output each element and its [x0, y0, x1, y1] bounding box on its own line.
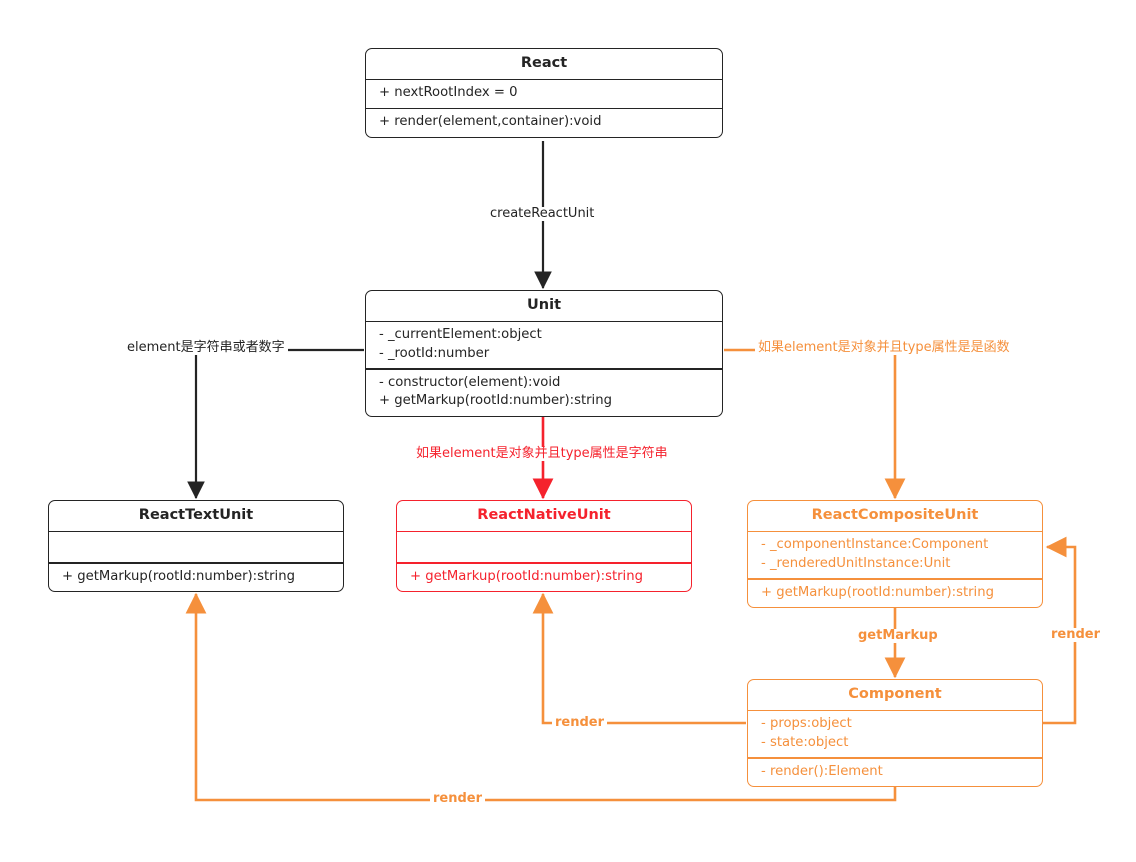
class-box-react-text-unit[interactable]: ReactTextUnit + getMarkup(rootId:number)… [48, 500, 344, 593]
class-attribute: - _componentInstance:Component [761, 537, 989, 553]
class-box-component[interactable]: Component - props:object - state:object … [747, 679, 1043, 788]
class-title-react: React [520, 55, 568, 71]
class-separator [748, 578, 1042, 580]
class-title-react-composite-unit: ReactCompositeUnit [811, 507, 979, 523]
class-attributes-react-native-unit [397, 532, 691, 562]
class-separator [366, 320, 722, 323]
edge-label-element-object-type-string: 如果element是对象并且type属性是字符串 [413, 446, 671, 462]
edge-label-create-react-unit: createReactUnit [487, 206, 598, 222]
class-separator [49, 530, 343, 533]
edge-label-render-right: render [1048, 627, 1104, 643]
class-method: - constructor(element):void [379, 374, 561, 390]
class-method: + getMarkup(rootId:number):string [62, 568, 295, 584]
edge-label-render-bottom: render [430, 791, 486, 807]
class-attributes-component: - props:object - state:object [748, 711, 1042, 757]
class-methods-react-text-unit: + getMarkup(rootId:number):string [49, 564, 343, 591]
class-box-react-composite-unit[interactable]: ReactCompositeUnit - _componentInstance:… [747, 500, 1043, 609]
class-method: + getMarkup(rootId:number):string [410, 568, 643, 584]
class-title-unit: Unit [527, 297, 561, 313]
class-methods-component: - render():Element [748, 759, 1042, 786]
class-separator [366, 107, 722, 110]
class-title-react-text-unit: ReactTextUnit [138, 507, 254, 523]
class-box-react[interactable]: React + nextRootIndex = 0 + render(eleme… [365, 48, 723, 138]
class-separator [748, 757, 1042, 759]
class-attribute: - _rootId:number [379, 345, 490, 361]
edge-unit-to-text-unit [187, 348, 364, 500]
class-separator [49, 562, 343, 564]
edge-unit-to-composite-unit [724, 348, 906, 500]
class-separator [748, 709, 1042, 712]
class-box-unit[interactable]: Unit - _currentElement:object - _rootId:… [365, 290, 723, 417]
class-attribute: - _currentElement:object [379, 327, 542, 343]
class-methods-unit: - constructor(element):void + getMarkup(… [366, 370, 722, 416]
edge-label-element-object-type-function: 如果element是对象并且type属性是是函数 [755, 340, 1013, 356]
class-method: + render(element,container):void [379, 114, 602, 130]
edge-label-render-middle: render [552, 715, 608, 731]
class-attributes-react-text-unit [49, 532, 343, 562]
class-attribute: - props:object [761, 716, 852, 732]
class-methods-react-composite-unit: + getMarkup(rootId:number):string [748, 580, 1042, 607]
class-separator [366, 368, 722, 370]
class-methods-react-native-unit: + getMarkup(rootId:number):string [397, 564, 691, 591]
class-attribute: - state:object [761, 734, 849, 750]
class-attributes-react: + nextRootIndex = 0 [366, 80, 722, 108]
class-method: - render():Element [761, 763, 883, 779]
class-title-react-native-unit: ReactNativeUnit [477, 507, 611, 523]
class-title-component: Component [848, 686, 942, 702]
class-attribute: - _renderedUnitInstance:Unit [761, 555, 951, 571]
edge-label-element-is-string-or-number: element是字符串或者数字 [124, 340, 288, 356]
class-separator [397, 530, 691, 533]
edge-component-render-native [532, 592, 746, 725]
class-separator [366, 78, 722, 81]
class-attributes-unit: - _currentElement:object - _rootId:numbe… [366, 322, 722, 368]
class-attribute: + nextRootIndex = 0 [379, 85, 518, 101]
class-separator [397, 562, 691, 564]
class-box-react-native-unit[interactable]: ReactNativeUnit + getMarkup(rootId:numbe… [396, 500, 692, 593]
class-method: + getMarkup(rootId:number):string [379, 393, 612, 409]
edge-label-get-markup: getMarkup [855, 628, 941, 644]
class-method: + getMarkup(rootId:number):string [761, 584, 994, 600]
class-methods-react: + render(element,container):void [366, 109, 722, 137]
class-separator [748, 530, 1042, 533]
class-attributes-react-composite-unit: - _componentInstance:Component - _render… [748, 532, 1042, 578]
